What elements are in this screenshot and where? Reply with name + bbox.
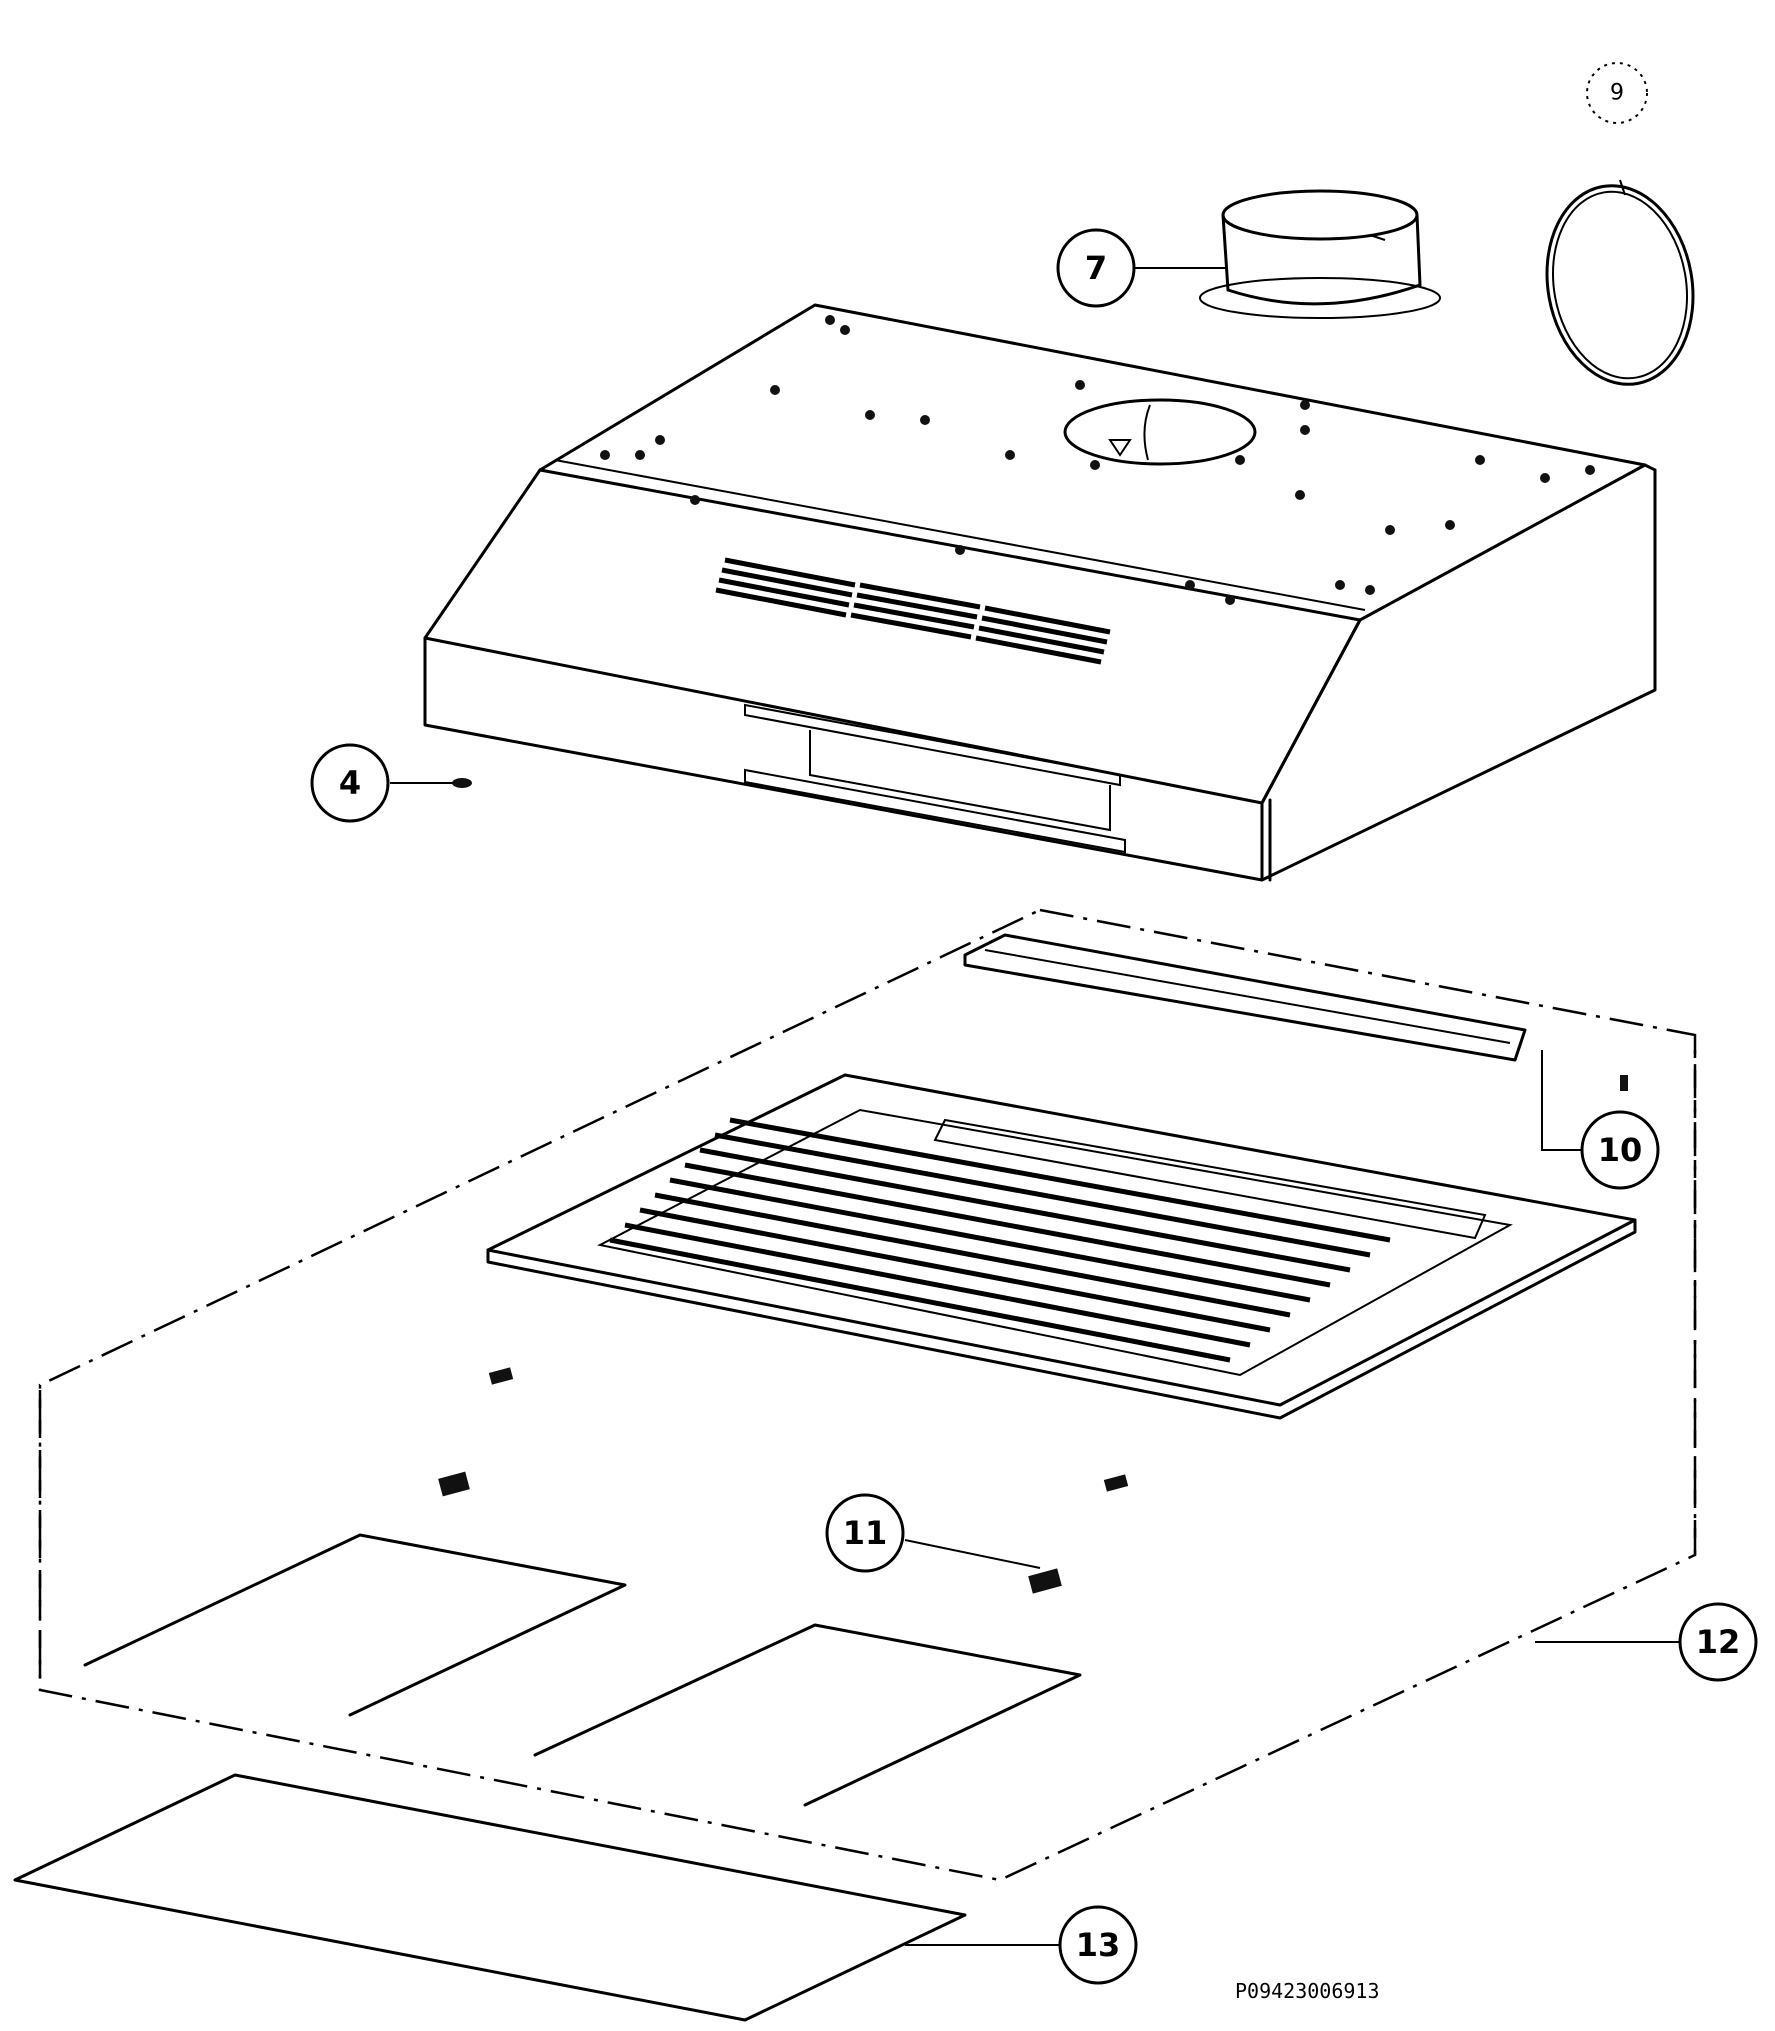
callout-12: 12 <box>1535 1602 1758 1682</box>
callout-4: 4 <box>310 743 472 823</box>
ring-gasket <box>1545 179 1695 386</box>
svg-text:4: 4 <box>339 764 361 802</box>
svg-text:13: 13 <box>1076 1926 1121 1964</box>
filter-panel <box>486 1073 1637 1420</box>
hood-body <box>423 303 1657 882</box>
wire-racks <box>83 1533 1082 1807</box>
light-strip <box>963 933 1527 1062</box>
svg-text:10: 10 <box>1598 1131 1643 1169</box>
callout-13: 13 <box>905 1905 1138 1985</box>
svg-text:12: 12 <box>1696 1623 1741 1661</box>
svg-text:9: 9 <box>1610 81 1624 106</box>
assembly-boundary <box>38 908 1697 1882</box>
callout-10: 10 <box>1541 1050 1660 1190</box>
svg-text:7: 7 <box>1085 249 1107 287</box>
callout-11: 11 <box>825 1493 1041 1573</box>
duct-collar <box>1199 189 1441 319</box>
clips <box>438 1075 1628 1594</box>
part-code: P09423006913 <box>1235 1979 1380 2003</box>
callout-7: 7 <box>1056 228 1228 308</box>
callout-9: 9 <box>1586 62 1648 124</box>
svg-text:11: 11 <box>843 1514 888 1552</box>
flat-panel <box>13 1773 967 2022</box>
